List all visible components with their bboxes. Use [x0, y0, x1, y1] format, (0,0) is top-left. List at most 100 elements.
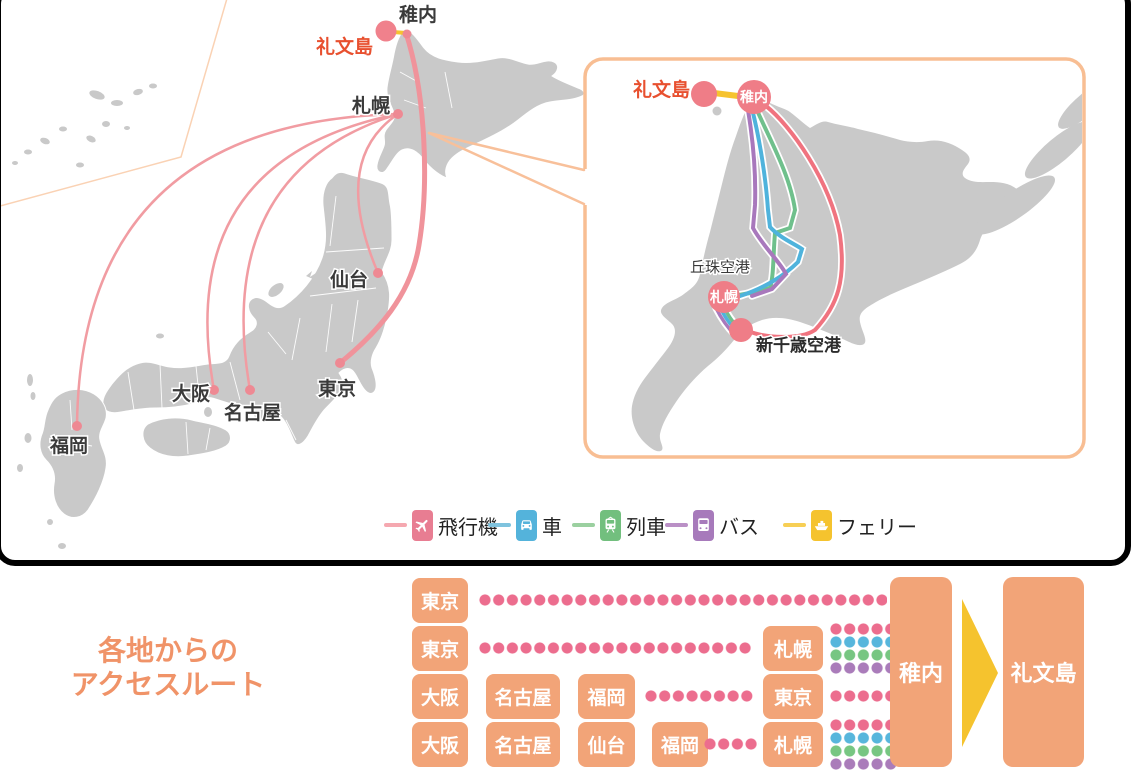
- ferry-arrow-icon: [962, 599, 998, 747]
- inset-chitose-dot: [729, 318, 753, 342]
- inset-rebun-dot: [691, 81, 717, 107]
- honshu-landmass: [102, 171, 393, 446]
- route3-origin-osaka: 大阪: [412, 674, 468, 719]
- inset-sapporo-node: [708, 281, 740, 313]
- prefecture-borders: [59, 71, 453, 455]
- route1-origin-tokyo: 東京: [412, 578, 468, 623]
- car-icon: [516, 509, 537, 541]
- inset-sapporo-node-label: 札幌: [709, 289, 738, 306]
- flight-routes: [75, 30, 428, 428]
- sapporo-label: 札幌: [351, 94, 390, 117]
- route4-origin-osaka: 大阪: [412, 722, 468, 767]
- access-routes-title: 各地からの アクセスルート: [48, 634, 288, 702]
- hub-wakkanai-box: 稚内: [890, 577, 952, 767]
- route2-grid-flight-dots: [830, 623, 898, 635]
- legend-label-car: 車: [542, 514, 562, 539]
- japan-access-map: 稚内 礼文島 札幌 仙台 東京 名古屋 大阪 福岡: [0, 0, 1086, 549]
- train-icon: [600, 509, 621, 541]
- route4-grid-flight-dots: [830, 719, 898, 731]
- osaka-dot: [209, 385, 219, 395]
- rebun-island-dot: [375, 20, 397, 42]
- flight-line-swatch: [384, 523, 407, 527]
- sendai-label: 仙台: [330, 268, 368, 291]
- inset-wakkanai-node-label: 稚内: [740, 89, 768, 106]
- route1-flight-dots: [479, 594, 887, 606]
- hokkaido-landmass: [376, 28, 585, 179]
- fukuoka-dot: [72, 421, 82, 431]
- legend-label-bus: バス: [719, 514, 759, 539]
- city-dots: [72, 20, 412, 431]
- access-routes-title-line1: 各地からの: [97, 634, 238, 667]
- tokyo-label: 東京: [318, 377, 356, 400]
- route-fukuoka-sapporo: [75, 112, 400, 428]
- route3-via-tokyo: 東京: [763, 674, 823, 719]
- route2-grid-car-dots: [830, 636, 898, 648]
- nagoya-dot: [245, 385, 255, 395]
- legend-item-bus: バス: [665, 504, 759, 546]
- route-tokyo-wakkanai: [337, 30, 428, 366]
- inset-content: 稚内 札幌: [631, 77, 1082, 452]
- inset-hokkaido-landmass: [631, 97, 1027, 452]
- inset-rishiri-island: [712, 106, 722, 116]
- bus-line-swatch: [665, 523, 688, 527]
- inset-rebun-label: 礼文島: [633, 78, 690, 101]
- route4-origin-nagoya: 名古屋: [486, 722, 560, 767]
- tokyo-dot: [335, 358, 345, 368]
- inset-wakkanai-node: [737, 80, 771, 114]
- route2-via-sapporo: 札幌: [763, 626, 823, 671]
- route4-grid-car-dots: [830, 732, 898, 744]
- route-osaka-sapporo: [206, 112, 400, 392]
- route2-grid-bus-dots: [830, 662, 898, 674]
- northwest-islands: [12, 83, 157, 168]
- ferry-icon: [811, 509, 832, 541]
- inset-ferry-segment: [711, 90, 741, 99]
- inset-route-bus: [746, 108, 789, 298]
- route3-origin-fukuoka: 福岡: [578, 674, 635, 719]
- route4-via-sapporo: 札幌: [763, 722, 823, 767]
- legend-label-train: 列車: [626, 514, 666, 539]
- destination-rebun-box: 礼文島: [1003, 577, 1084, 767]
- inset-route-car: [738, 107, 805, 298]
- legend-item-car: 車: [488, 504, 562, 546]
- inset-okadama-label: 丘珠空港: [690, 258, 750, 276]
- sendai-dot: [373, 268, 383, 278]
- rebun-label: 礼文島: [316, 35, 373, 58]
- legend-item-flight: 飛行機: [384, 504, 498, 546]
- nagoya-label: 名古屋: [224, 401, 281, 424]
- border-gap: [581, 169, 589, 205]
- route4-origin-fukuoka: 福岡: [652, 722, 708, 767]
- route4-grid-bus-dots: [830, 758, 898, 770]
- main-map: 稚内 礼文島 札幌 仙台 東京 名古屋 大阪 福岡: [12, 2, 585, 549]
- inset-route-flight: [746, 104, 844, 339]
- access-routes-title-line2: アクセスルート: [70, 668, 266, 701]
- route-nagoya-sapporo: [242, 112, 400, 392]
- train-line-swatch: [572, 523, 595, 527]
- route2-grid-train-dots: [830, 649, 898, 661]
- route4-origin-sendai: 仙台: [578, 722, 635, 767]
- inset-chitose-label: 新千歳空港: [756, 335, 842, 356]
- sapporo-dot: [393, 109, 403, 119]
- wakkanai-dot: [402, 29, 412, 39]
- car-line-swatch: [488, 523, 511, 527]
- route-sendai-sapporo: [356, 112, 400, 275]
- bus-icon: [693, 509, 714, 541]
- inset-kuril-islands: [974, 77, 1082, 235]
- route4-grid-train-dots: [830, 745, 898, 757]
- sea-boundary-line: [0, 0, 228, 207]
- route2-origin-tokyo: 東京: [412, 626, 468, 671]
- small-islands: [17, 271, 316, 549]
- route3-flight-dots2: [830, 690, 898, 702]
- inset-callout-wedge: [427, 131, 586, 206]
- legend-label-ferry: フェリー: [837, 514, 917, 539]
- airplane-icon: [412, 509, 433, 541]
- inset-map: 稚内 札幌 礼文島 丘珠空港 新千歳空港: [427, 57, 1086, 459]
- route3-origin-nagoya: 名古屋: [486, 674, 560, 719]
- kyushu-landmass: [39, 388, 107, 518]
- legend-item-train: 列車: [572, 504, 666, 546]
- legend-item-ferry: フェリー: [783, 504, 917, 546]
- route4-flight-dots: [704, 738, 759, 750]
- route3-flight-dots: [645, 690, 753, 702]
- fukuoka-label: 福岡: [49, 434, 88, 457]
- osaka-label: 大阪: [172, 382, 211, 405]
